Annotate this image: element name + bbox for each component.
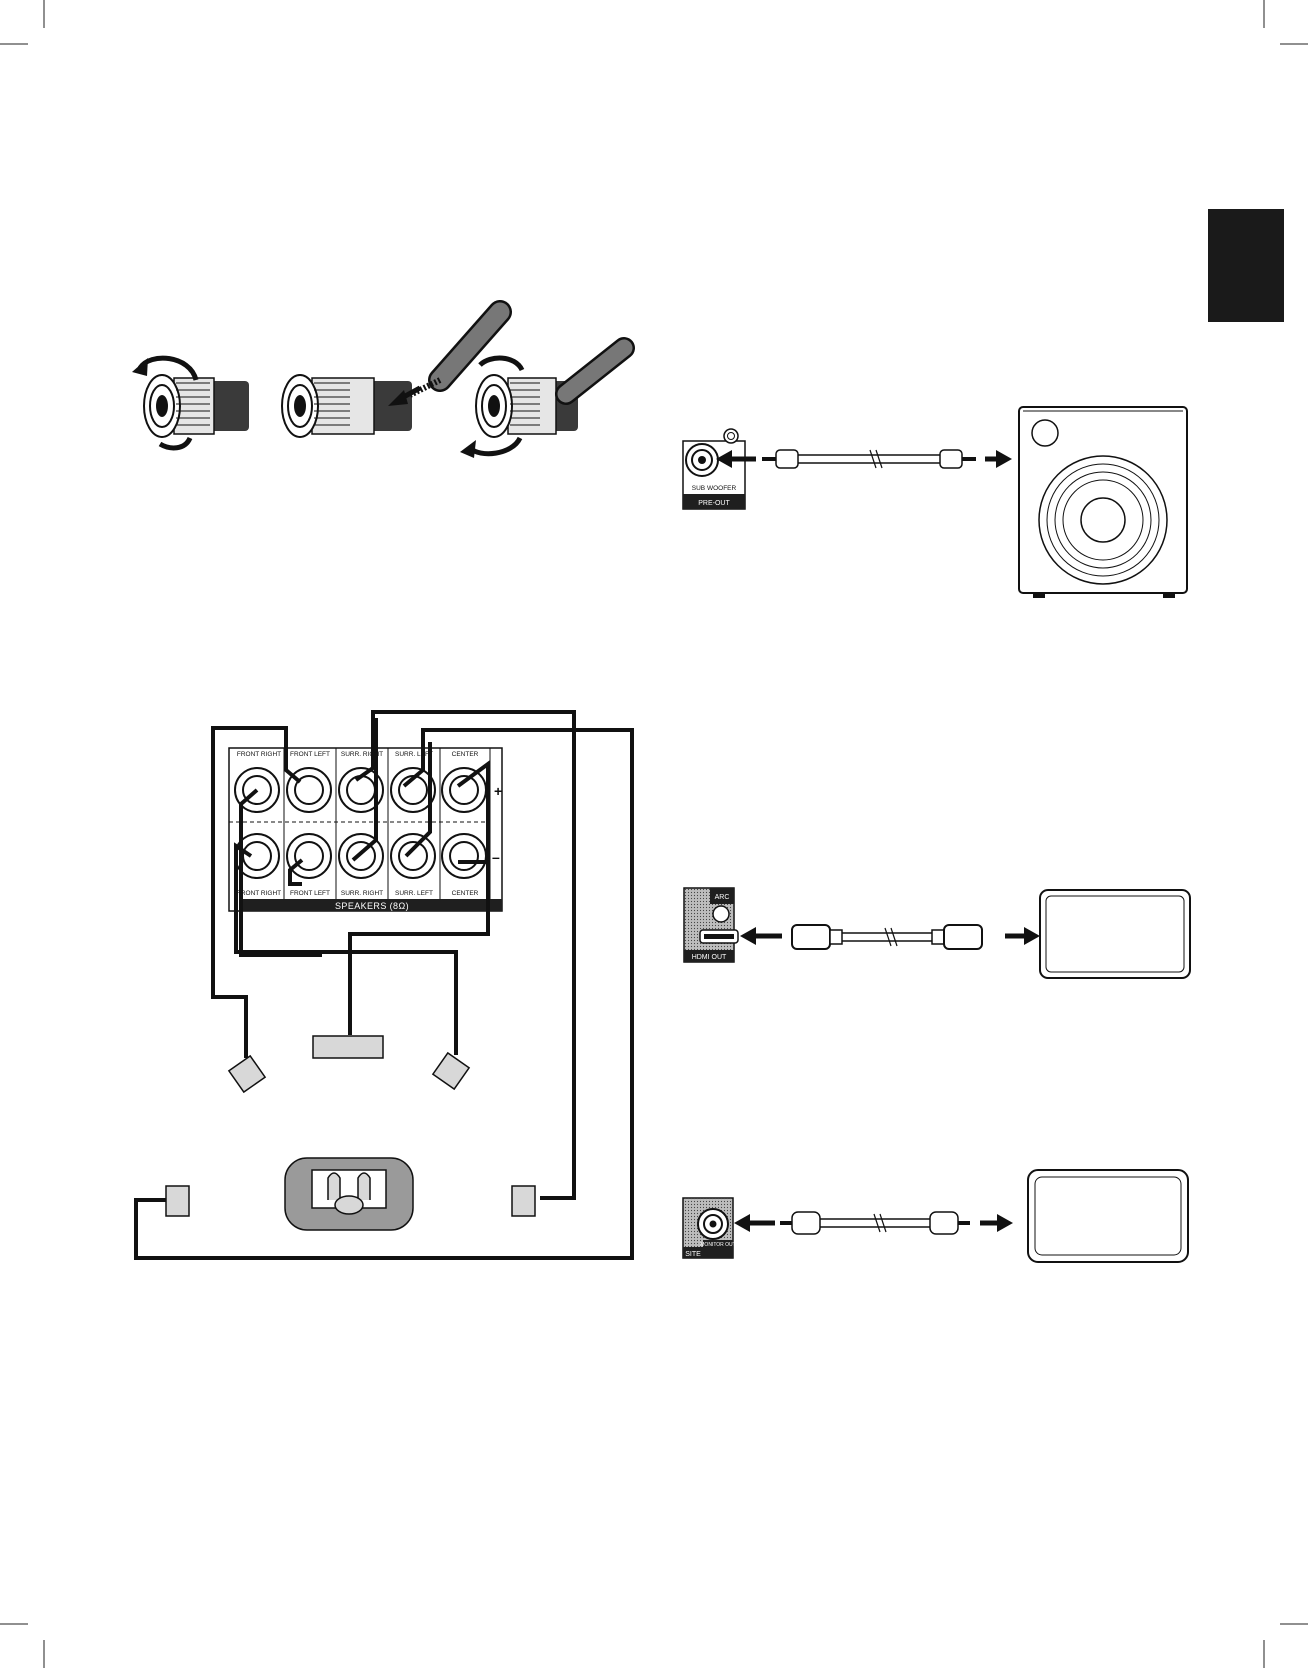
hdmi-cable [792, 925, 982, 949]
hdmi-connection: ARC HDMI OUT [684, 888, 1190, 978]
monitor-out-port-panel: SITE MONITOR OUT [683, 1198, 736, 1258]
terminal-label-top: SURR. LEFT [395, 751, 433, 758]
surround-right-speaker [512, 1186, 535, 1216]
binding-post-tighten [460, 348, 624, 458]
listener-sofa-icon [285, 1158, 413, 1230]
binding-post-steps [132, 312, 624, 458]
composite-video-connection: SITE MONITOR OUT [683, 1170, 1188, 1262]
terminal-label-top: FRONT RIGHT [237, 751, 281, 758]
monitor-out-label: MONITOR OUT [700, 1242, 735, 1248]
arrow-left-icon [740, 927, 756, 945]
sub-woofer-label: SUB WOOFER [692, 485, 737, 492]
hdmi-out-label: HDMI OUT [692, 954, 727, 961]
arc-badge: ARC [715, 894, 730, 901]
center-speaker [313, 1036, 383, 1058]
terminal-label-bottom: FRONT LEFT [290, 890, 330, 897]
terminal-label-bottom: FRONT RIGHT [237, 890, 281, 897]
arrow-left-icon [734, 1214, 750, 1232]
language-tab [1208, 209, 1284, 322]
terminal-label-bottom: SURR. LEFT [395, 890, 433, 897]
arrow-right-icon [996, 450, 1012, 468]
terminal-label-bottom: CENTER [452, 890, 479, 897]
positive-sign: + [494, 783, 502, 799]
arrow-right-icon [1024, 927, 1040, 945]
binding-post-loosen [132, 358, 249, 448]
video-monitor [1028, 1170, 1188, 1262]
terminal-label-bottom: SURR. RIGHT [341, 890, 383, 897]
rca-cable [762, 450, 976, 468]
binding-post-insert-wire [282, 312, 500, 437]
speaker-panel-title: SPEAKERS (8Ω) [335, 901, 409, 911]
arrow-right-icon [997, 1214, 1013, 1232]
pre-out-label: PRE-OUT [698, 500, 730, 507]
terminal-label-top: FRONT LEFT [290, 751, 330, 758]
terminal-label-top: CENTER [452, 751, 479, 758]
surround-left-speaker [166, 1186, 189, 1216]
subwoofer-speaker [1019, 407, 1187, 598]
monitor-port-label: SITE [685, 1251, 701, 1258]
speaker-wiring-diagram: SPEAKERS (8Ω) FRONT RIGHT FRONT LEFT SUR… [136, 712, 632, 1258]
video-rca-cable [780, 1212, 970, 1234]
front-left-speaker [229, 1056, 265, 1092]
subwoofer-connection: SUB WOOFER PRE-OUT [683, 407, 1187, 598]
tv-display [1040, 890, 1190, 978]
front-right-speaker [433, 1053, 469, 1089]
negative-sign: – [492, 849, 500, 865]
hdmi-out-port-panel: ARC HDMI OUT [684, 888, 738, 962]
rotate-cw-icon [470, 438, 520, 454]
